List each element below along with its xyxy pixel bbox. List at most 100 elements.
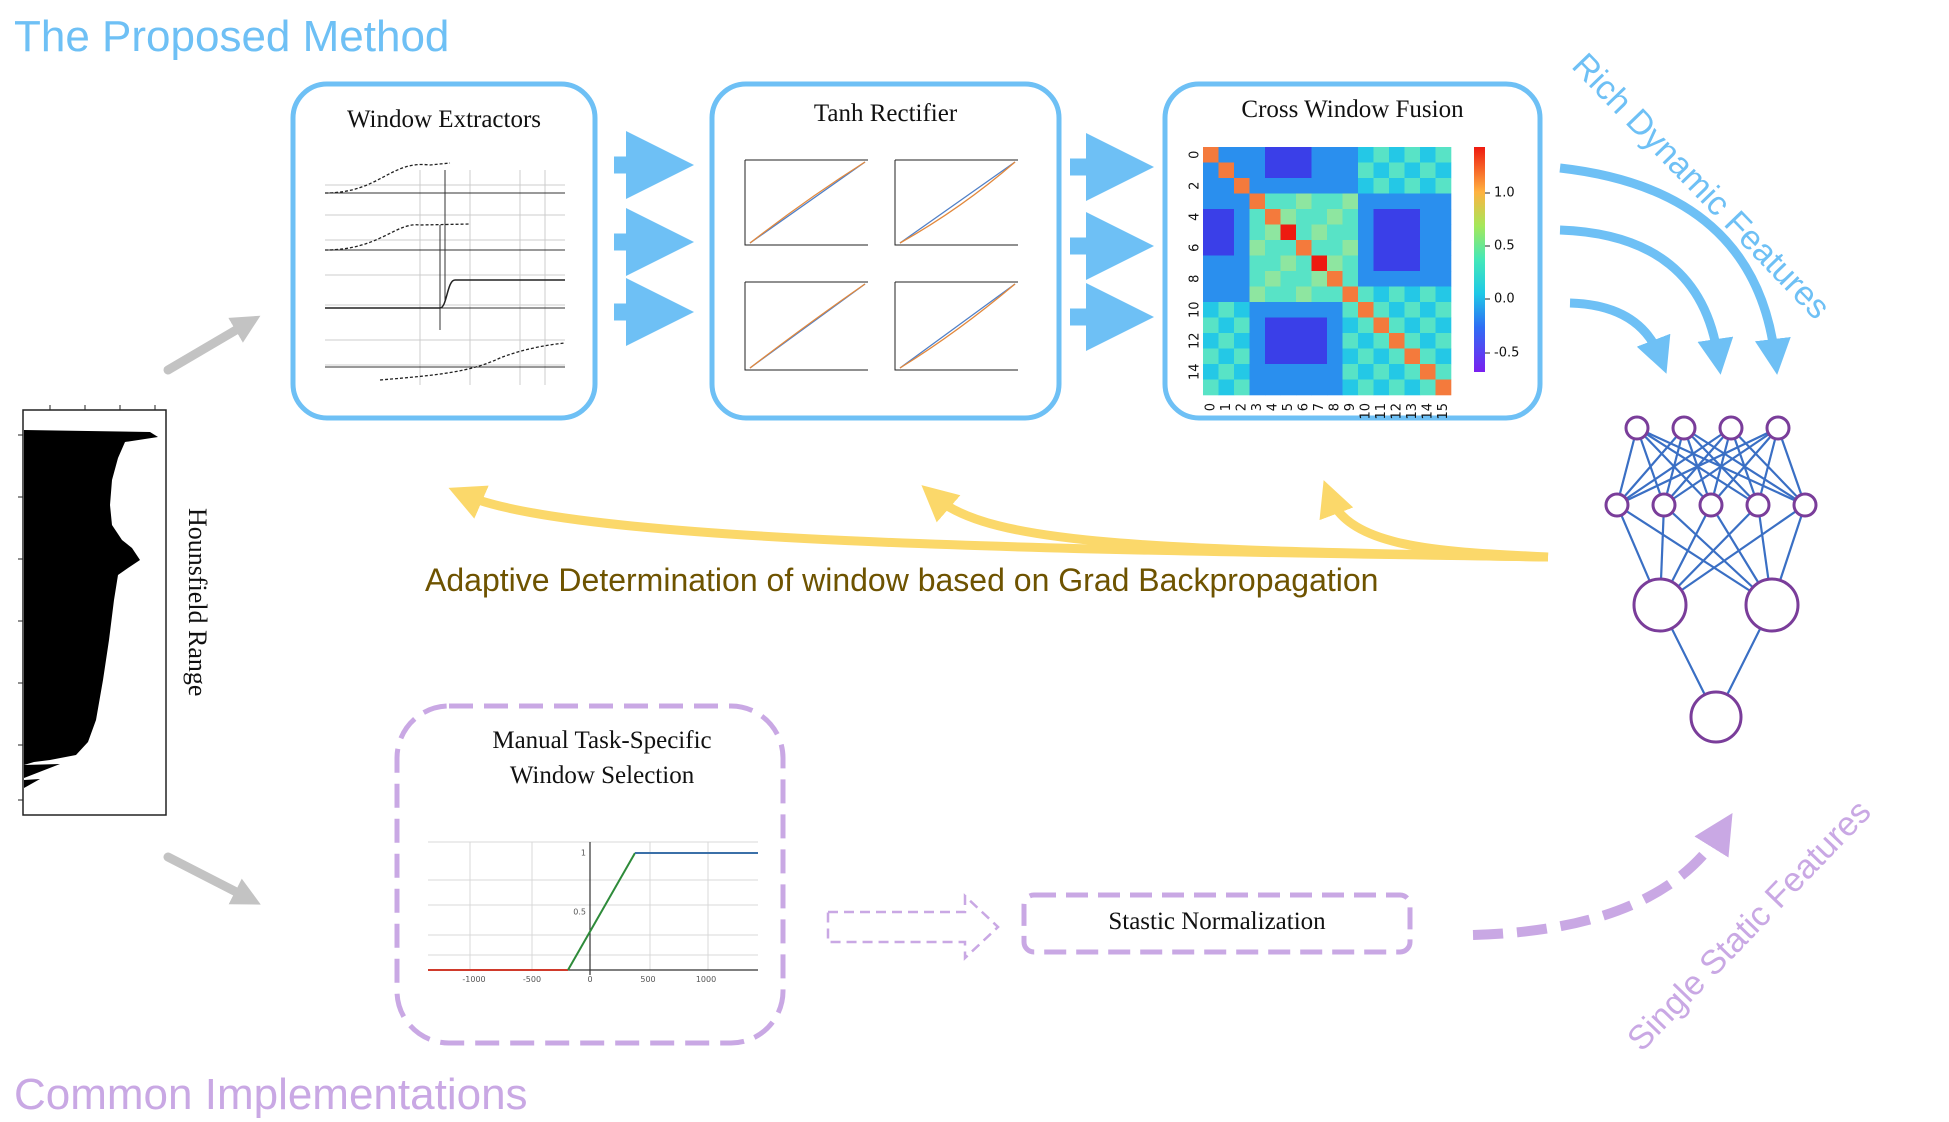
heatmap-cell xyxy=(1404,333,1421,349)
heatmap-cell xyxy=(1373,240,1390,256)
network-node xyxy=(1624,415,1650,441)
heatmap-cell xyxy=(1420,147,1436,163)
heatmap-cell xyxy=(1420,209,1436,225)
heatmap-cell xyxy=(1296,193,1312,210)
heatmap-cell xyxy=(1280,209,1297,225)
heatmap-cell xyxy=(1311,147,1328,163)
heatmap-cell xyxy=(1358,364,1374,380)
heatmap-cell xyxy=(1342,178,1359,194)
hounsfield-range-label: Hounsfield Range xyxy=(183,508,212,697)
heatmap-cell xyxy=(1203,193,1219,210)
heatmap-cell xyxy=(1435,333,1452,349)
heatmap-col-tick: 1 xyxy=(1219,403,1234,411)
heatmap-cell xyxy=(1435,271,1452,287)
tanh-rectifier-box xyxy=(709,81,1062,421)
network-node xyxy=(1651,492,1677,518)
heatmap-cell xyxy=(1311,348,1328,365)
heatmap-cell xyxy=(1327,178,1343,194)
heatmap-cell xyxy=(1234,178,1250,194)
static-normalization-label: Stastic Normalization xyxy=(1108,908,1326,935)
heatmap-cell xyxy=(1249,240,1266,256)
heatmap-cell xyxy=(1373,302,1390,318)
heatmap-cell xyxy=(1296,379,1312,396)
heatmap-cell xyxy=(1358,178,1374,194)
heatmap-cell xyxy=(1249,302,1266,318)
heatmap-cell xyxy=(1311,209,1328,225)
heatmap-cell xyxy=(1280,255,1297,272)
heatmap-cell xyxy=(1358,255,1374,272)
heatmap-cell xyxy=(1311,178,1328,194)
heatmap-cell xyxy=(1249,224,1266,241)
heatmap-cell xyxy=(1435,147,1452,163)
heatmap-cell xyxy=(1389,333,1405,349)
heatmap-col-tick: 2 xyxy=(1234,403,1249,411)
heatmap-cell xyxy=(1280,240,1297,256)
heatmap-cell xyxy=(1373,224,1390,241)
heatmap-cell xyxy=(1373,209,1390,225)
heatmap-cell xyxy=(1373,193,1390,210)
heatmap-col-tick: 7 xyxy=(1312,403,1327,411)
manual-selection-title-line1: Manual Task-Specific xyxy=(492,727,712,754)
heatmap-cell xyxy=(1389,348,1405,365)
heatmap-cell xyxy=(1327,379,1343,396)
heatmap-cell xyxy=(1265,240,1281,256)
network-node xyxy=(1765,415,1791,441)
heatmap-cell xyxy=(1280,379,1297,396)
heatmap-cell xyxy=(1218,147,1235,163)
network-edge xyxy=(1616,504,1773,606)
heatmap-col-tick: 6 xyxy=(1296,403,1311,411)
heatmap-cell xyxy=(1342,379,1359,396)
heatmap-cell xyxy=(1389,255,1405,272)
heatmap-cell xyxy=(1296,224,1312,241)
heatmap-col-tick: 10 xyxy=(1358,403,1373,420)
heatmap-cell xyxy=(1296,364,1312,380)
heatmap-cell xyxy=(1420,178,1436,194)
network-node xyxy=(1792,492,1818,518)
heatmap-cell xyxy=(1358,271,1374,287)
manual-selection-title-line2: Window Selection xyxy=(509,762,695,789)
heatmap-cell xyxy=(1203,348,1219,365)
colorbar-ticks: 1.00.50.0-0.5 xyxy=(1485,186,1519,361)
heatmap-cell xyxy=(1342,333,1359,349)
heatmap-cell xyxy=(1358,193,1374,210)
heatmap-cell xyxy=(1435,162,1452,179)
heatmap-cell xyxy=(1327,333,1343,349)
heatmap-cell xyxy=(1265,302,1281,318)
heatmap-cell xyxy=(1373,271,1390,287)
heatmap-cell xyxy=(1203,317,1219,334)
heatmap-cell xyxy=(1435,317,1452,334)
network-node xyxy=(1632,577,1688,633)
manual-plot-y-tick: 1 xyxy=(581,849,586,858)
heatmap-cell xyxy=(1342,364,1359,380)
heatmap-cell xyxy=(1389,317,1405,334)
heatmap-col-tick: 5 xyxy=(1281,403,1296,411)
heatmap-cell xyxy=(1203,209,1219,225)
heatmap-cell xyxy=(1265,255,1281,272)
heatmap-cell xyxy=(1249,147,1266,163)
heatmap-col-tick: 8 xyxy=(1327,403,1342,411)
heatmap-row-tick: 12 xyxy=(1188,332,1203,349)
heatmap-cell xyxy=(1373,286,1390,303)
heatmap-cell xyxy=(1296,333,1312,349)
heatmap-cell xyxy=(1389,379,1405,396)
heatmap-cell xyxy=(1404,302,1421,318)
heatmap-cell xyxy=(1389,193,1405,210)
heatmap-cell xyxy=(1311,302,1328,318)
adaptive-determination-caption: Adaptive Determination of window based o… xyxy=(425,562,1379,598)
heatmap-cell xyxy=(1404,364,1421,380)
heatmap-cell xyxy=(1203,379,1219,396)
heatmap-row-tick: 8 xyxy=(1188,275,1203,283)
heatmap-cell xyxy=(1234,302,1250,318)
heatmap-cell xyxy=(1389,271,1405,287)
manual-plot-x-tick: 1000 xyxy=(696,975,716,984)
heatmap-cell xyxy=(1342,162,1359,179)
heatmap-cell xyxy=(1280,317,1297,334)
heatmap-cell xyxy=(1311,333,1328,349)
heatmap-cell xyxy=(1265,178,1281,194)
heatmap-cell xyxy=(1249,193,1266,210)
heatmap-cell xyxy=(1234,317,1250,334)
heatmap-cell xyxy=(1265,379,1281,396)
heatmap-cell xyxy=(1280,348,1297,365)
